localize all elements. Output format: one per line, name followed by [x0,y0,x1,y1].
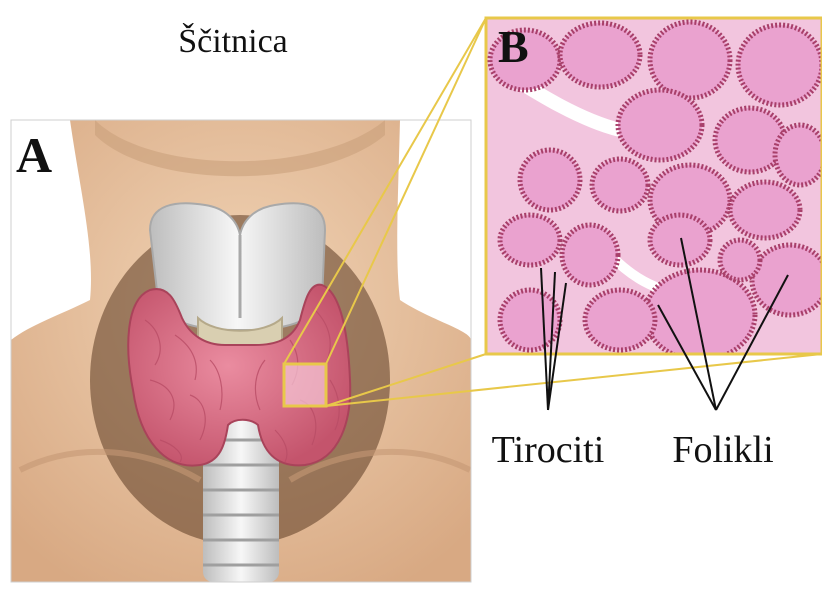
follicle [560,23,640,87]
neck-illustration [11,120,471,582]
follicle [738,25,822,105]
follicle [562,225,618,285]
follicle [650,215,710,265]
tirociti-label: Tirociti [492,429,605,471]
follicle [715,108,785,172]
folikli-label: Folikli [672,429,773,471]
follicle [618,90,702,160]
histology-panel [486,18,822,360]
follicle [592,159,648,211]
follicle [520,150,580,210]
follicle [650,22,730,98]
follicle [500,215,560,265]
follicle [585,290,655,350]
follicle [645,270,755,360]
diagram-title: Ščitnica [178,22,288,60]
panel-a-letter: A [16,127,52,183]
follicle [730,182,800,238]
panel-b-letter: B [498,21,529,72]
sample-region-highlight [284,364,326,406]
follicle [720,240,760,280]
